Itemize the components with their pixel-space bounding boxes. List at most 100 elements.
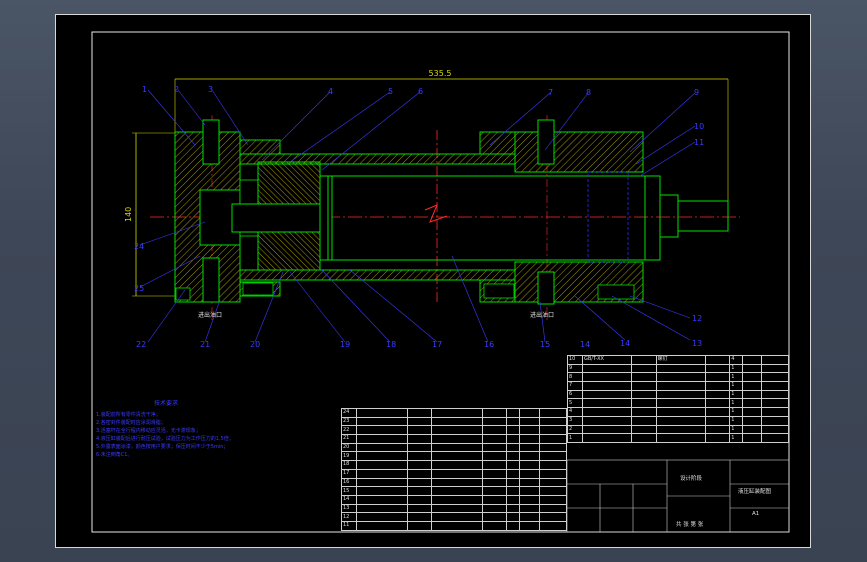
balloon-14: 14	[580, 340, 590, 349]
rod-end	[644, 175, 729, 261]
bom-cell	[406, 486, 433, 496]
bom-cell	[406, 434, 433, 444]
bom-cell	[506, 477, 521, 488]
bom-cell	[506, 416, 521, 427]
bom-cell: 11	[340, 520, 358, 531]
bom-cell: 23	[340, 416, 358, 427]
bom-cell	[431, 477, 483, 488]
bom-cell	[761, 372, 789, 383]
bom-cell	[506, 425, 521, 436]
bom-cell	[506, 512, 521, 522]
bom-row: 12	[340, 512, 567, 522]
overall-dimension: 535.5	[174, 69, 729, 215]
bom-cell	[741, 381, 763, 391]
bom-cell	[761, 424, 789, 435]
bom-cell	[519, 520, 541, 531]
bom-cell	[406, 425, 433, 436]
bom-cell	[519, 434, 541, 444]
bom-cell	[539, 451, 567, 462]
bom-cell	[581, 363, 633, 374]
bom-cell	[705, 381, 731, 391]
bom-cell	[539, 442, 567, 453]
bom-cell	[431, 434, 483, 444]
bom-cell	[539, 468, 567, 479]
bom-cell	[741, 433, 763, 443]
bom-cell	[506, 408, 521, 418]
bom-cell: 12	[340, 512, 358, 522]
bom-cell	[519, 503, 541, 514]
bom-cell	[655, 363, 707, 374]
bom-cell	[406, 460, 433, 470]
bom-cell	[539, 425, 567, 436]
bom-cell	[356, 408, 408, 418]
bom-cell	[741, 389, 763, 400]
balloon-25: 25	[134, 284, 144, 293]
bom-cell	[631, 381, 657, 391]
bom-row: 15	[340, 486, 567, 496]
bom-cell	[481, 408, 508, 418]
bom-cell: 10	[567, 355, 583, 365]
bom-cell	[406, 451, 433, 462]
balloon-11: 11	[694, 138, 704, 147]
bom-cell: 1	[729, 407, 743, 417]
port-label-right: 进出油口	[530, 311, 554, 319]
balloon-7: 7	[548, 88, 553, 97]
bom-cell	[631, 424, 657, 435]
bom-cell: 16	[340, 477, 358, 488]
bore-dimension: 140	[124, 132, 175, 297]
bom-row: 23	[340, 416, 567, 427]
bom-cell	[539, 477, 567, 488]
bom-cell	[481, 494, 508, 505]
bom-cell	[356, 425, 408, 436]
bom-cell	[631, 355, 657, 365]
balloon-5: 5	[388, 87, 393, 96]
bom-cell	[506, 494, 521, 505]
bom-cell	[761, 355, 789, 365]
bom-row: 24	[340, 408, 567, 418]
bom-cell	[741, 372, 763, 383]
bom-cell	[761, 398, 789, 409]
bom-cell	[631, 415, 657, 426]
bom-cell	[655, 407, 707, 417]
balloon-22: 22	[136, 340, 146, 349]
bom-cell	[761, 433, 789, 443]
balloon-10: 10	[694, 122, 704, 131]
bom-row: 19	[340, 451, 567, 462]
bom-cell	[539, 486, 567, 496]
bom-cell	[705, 433, 731, 443]
bom-cell	[539, 494, 567, 505]
bore-dim-label: 140	[124, 207, 133, 222]
bom-cell	[406, 408, 433, 418]
bom-cell	[431, 520, 483, 531]
bom-cell	[431, 486, 483, 496]
front-end-cap	[479, 119, 644, 305]
bom-cell	[539, 416, 567, 427]
bom-cell	[481, 520, 508, 531]
balloon-1: 1	[142, 85, 147, 94]
bom-cell	[356, 442, 408, 453]
bom-cell: 1	[729, 363, 743, 374]
balloon-12: 12	[692, 314, 702, 323]
balloon-labels-top: 1 2 3 4 5 6 7 8 9 10 11	[142, 85, 704, 147]
bom-cell	[705, 415, 731, 426]
bom-row: 20	[340, 442, 567, 453]
bom-cell	[431, 442, 483, 453]
bom-cell: 17	[340, 468, 358, 479]
bom-cell: 1	[729, 415, 743, 426]
bom-cell	[655, 389, 707, 400]
bom-cell	[406, 512, 433, 522]
balloon-3: 3	[208, 85, 213, 94]
bom-cell	[581, 398, 633, 409]
bom-cell	[406, 494, 433, 505]
bom-cell	[631, 398, 657, 409]
bom-cell: 22	[340, 425, 358, 436]
title-block-frame	[566, 459, 790, 533]
balloon-labels-left: 24 25	[134, 242, 144, 293]
bom-cell	[631, 389, 657, 400]
bom-cell: 4	[729, 355, 743, 365]
bom-cell	[431, 416, 483, 427]
